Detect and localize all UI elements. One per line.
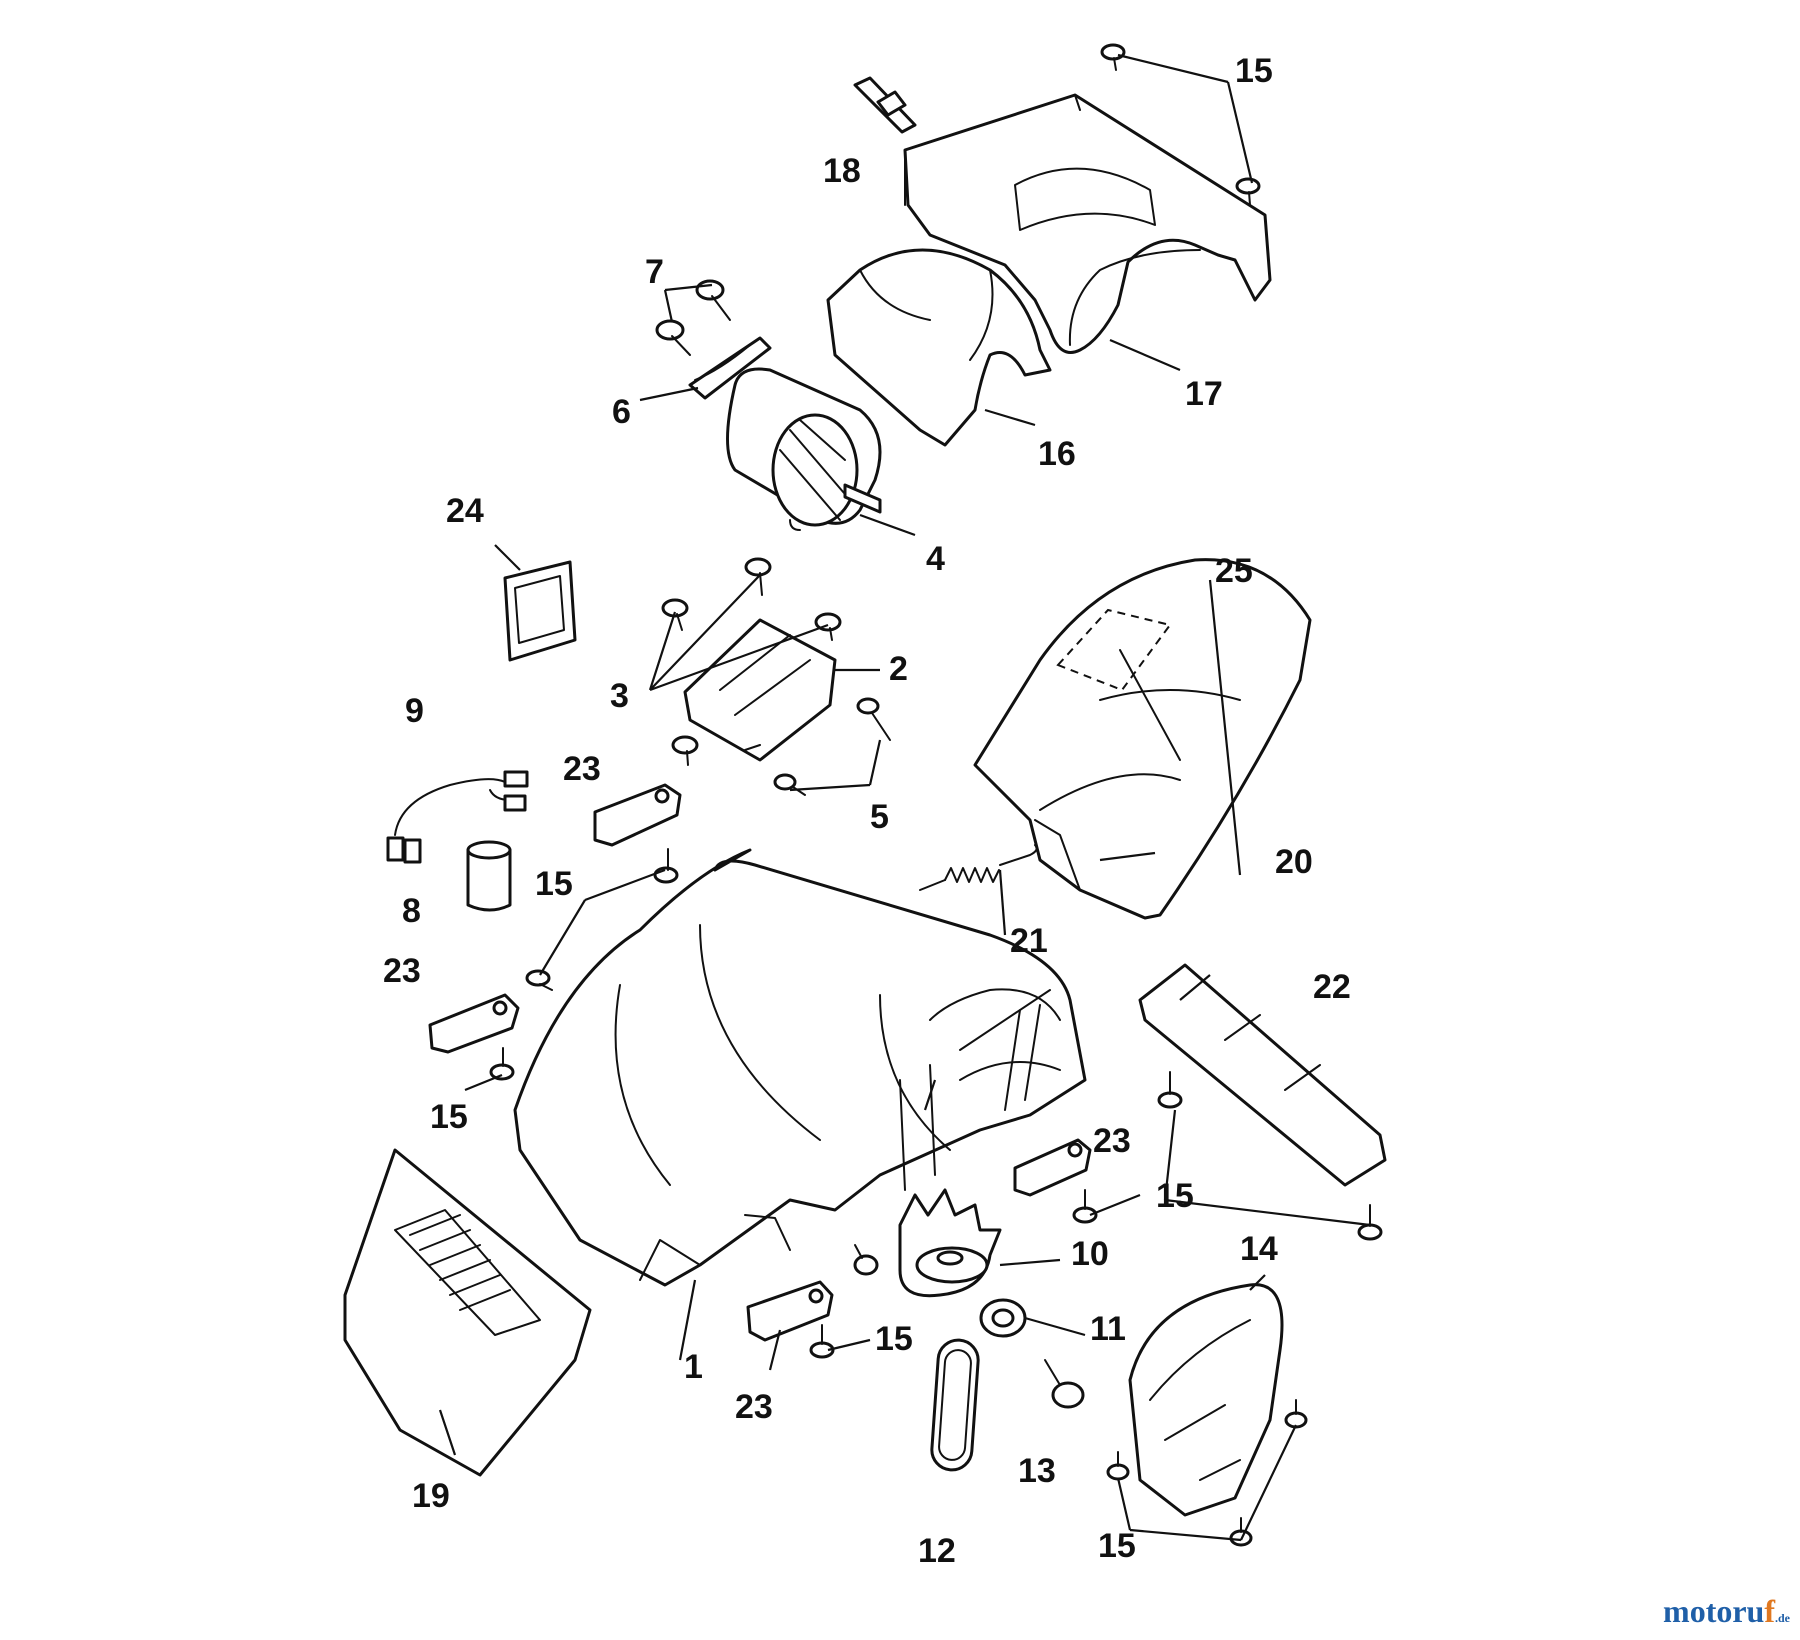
part-25-label-area [1056, 608, 1172, 692]
label-part-7: 7 [645, 253, 664, 291]
label-part-15-left: 15 [535, 865, 573, 903]
part-23c-bracket [1013, 1138, 1092, 1197]
label-part-10: 10 [1071, 1235, 1109, 1273]
label-part-6: 6 [612, 393, 631, 431]
part-2-mounting-plate [683, 618, 837, 762]
label-part-15-bottom-center: 15 [875, 1320, 913, 1358]
part-7-screws [655, 279, 731, 356]
label-part-15-right: 15 [1156, 1177, 1194, 1215]
part-17-top-cover [903, 93, 1272, 354]
label-part-21: 21 [1010, 922, 1048, 960]
watermark-logo: motoruf.de [1663, 1593, 1790, 1630]
part-8-capacitor [466, 840, 512, 912]
label-part-9: 9 [405, 692, 424, 730]
part-labels: 1 2 3 4 5 6 7 8 9 10 11 12 13 14 15 15 1… [383, 52, 1351, 1570]
label-part-13: 13 [1018, 1452, 1056, 1490]
watermark-domain: .de [1775, 1611, 1790, 1625]
part-12-belt [930, 1338, 980, 1472]
leader-lines [438, 53, 1371, 1542]
part-22-strip [1138, 963, 1387, 1187]
label-part-24: 24 [446, 492, 484, 530]
part-23b-bracket [428, 993, 520, 1054]
label-part-3: 3 [610, 677, 629, 715]
label-part-15-lower-left: 15 [430, 1098, 468, 1136]
label-part-23-left: 23 [383, 952, 421, 990]
label-part-19: 19 [412, 1477, 450, 1515]
label-part-22: 22 [1313, 968, 1351, 1006]
label-part-16: 16 [1038, 435, 1076, 473]
part-3-screws [661, 557, 842, 766]
label-part-2: 2 [889, 650, 908, 688]
label-part-15-bottom-right: 15 [1098, 1527, 1136, 1565]
part-11-gear [979, 1298, 1027, 1338]
label-part-14: 14 [1240, 1230, 1278, 1268]
part-24-frame [503, 560, 577, 662]
part-16-motor-cover [826, 248, 1052, 447]
watermark-brand-accent: f [1764, 1593, 1775, 1629]
part-13-bolt [1044, 1359, 1085, 1409]
part-21-spring [919, 844, 1038, 891]
label-part-18: 18 [823, 152, 861, 190]
part-23a-bracket [593, 783, 682, 847]
watermark-brand: motoru [1663, 1593, 1765, 1629]
label-part-23-bottom: 23 [735, 1388, 773, 1426]
label-part-23-top: 23 [563, 750, 601, 788]
part-1-chassis [513, 848, 1087, 1287]
label-part-11: 11 [1090, 1310, 1126, 1348]
part-10-star-wheel [898, 1188, 1002, 1298]
part-20-grass-box-lid [973, 558, 1312, 920]
part-6-bracket [688, 336, 772, 400]
label-part-23-right: 23 [1093, 1122, 1131, 1160]
label-part-8: 8 [402, 892, 421, 930]
label-part-15-top: 15 [1235, 52, 1273, 90]
label-part-12: 12 [918, 1532, 956, 1570]
label-part-1: 1 [684, 1348, 703, 1386]
label-part-25: 25 [1215, 552, 1253, 590]
label-part-4: 4 [926, 540, 945, 578]
part-14-side-cover [1128, 1283, 1284, 1517]
label-part-17: 17 [1185, 375, 1223, 413]
label-part-20: 20 [1275, 843, 1313, 881]
label-part-5: 5 [870, 798, 889, 836]
part-15-screws [489, 43, 1383, 1547]
part-9-wire [386, 770, 529, 864]
part-23d-bracket [746, 1280, 834, 1342]
part-18-clip [853, 76, 917, 134]
part-4-motor [726, 367, 882, 531]
part-19-front-guard [343, 1148, 592, 1477]
